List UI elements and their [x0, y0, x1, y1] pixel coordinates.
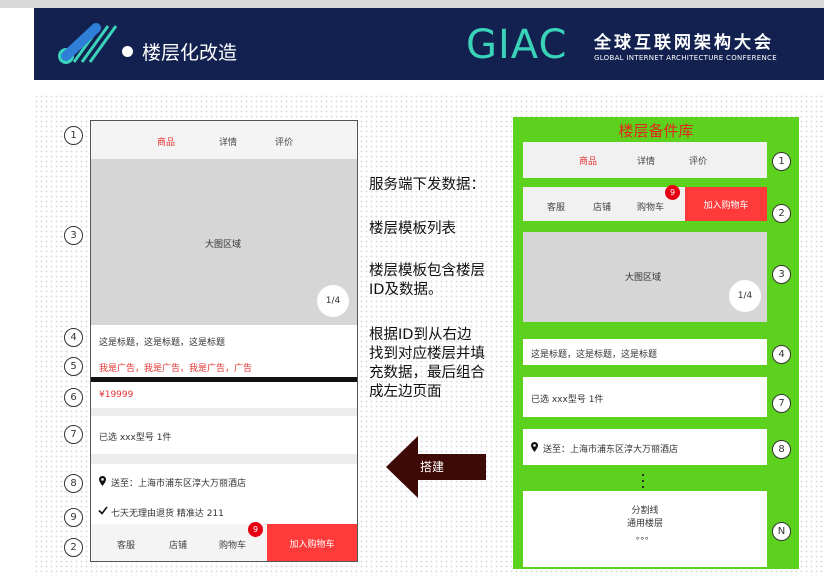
ellipsis-text: 。。。: [635, 532, 654, 542]
divider: [91, 377, 357, 382]
bottom-action-bar: 客服 店铺 购物车 9 加入购物车: [91, 522, 357, 561]
image-pager: 1/4: [317, 285, 349, 317]
floor-label: 6: [64, 388, 83, 407]
library-floor-title: 这是标题，这是标题，这是标题: [523, 339, 767, 365]
floor-label: 3: [772, 265, 791, 284]
service-promise: 七天无理由退货 精准达 211: [111, 509, 224, 519]
service-floor: 七天无理由退货 精准达 211: [91, 494, 357, 524]
conference-name-en: GLOBAL INTERNET ARCHITECTURE CONFERENCE: [594, 54, 777, 62]
floor-label: 3: [64, 226, 83, 245]
title-bullet-icon: [122, 46, 133, 57]
product-tabs: 商品 详情 评价: [91, 121, 357, 159]
floor-library-panel: 楼层备件库 商品 详情 评价 客服 店铺 购物车 9 加入购物车 大图区域 1/…: [513, 117, 799, 569]
giac-brand: GIAC: [466, 22, 568, 68]
library-floor-bottom-bar: 客服 店铺 购物车 9 加入购物车: [523, 185, 767, 221]
floor-label: 2: [772, 204, 791, 223]
customer-service-button[interactable]: 客服: [117, 541, 136, 551]
shop-button: 店铺: [593, 203, 612, 213]
desc-line: ID及数据。: [369, 282, 443, 298]
divider: [91, 454, 357, 464]
floor-label: 9: [64, 508, 83, 527]
price-text: ¥19999: [99, 390, 134, 400]
cart-button: 购物车: [637, 203, 665, 213]
phone-page-mockup: 商品 详情 评价 大图区域 1/4 这是标题，这是标题，这是标题 我是广告，我是…: [90, 120, 358, 562]
cart-badge: 9: [665, 185, 680, 200]
delivery-address: 送至：上海市浦东区淳大万丽酒店: [543, 445, 679, 455]
library-floor-image: 大图区域 1/4: [523, 232, 767, 322]
image-area-label: 大图区域: [205, 240, 242, 250]
add-to-cart-button: 加入购物车: [685, 187, 767, 221]
product-title: 这是标题，这是标题，这是标题: [99, 338, 226, 348]
location-pin-icon: [99, 476, 106, 486]
shop-button[interactable]: 店铺: [169, 541, 188, 551]
ad-text: 我是广告，我是广告，我是广告，广告: [99, 364, 253, 374]
selected-spec: 已选 xxx型号 1件: [99, 433, 172, 443]
image-area-label: 大图区域: [625, 273, 662, 283]
floor-label: 2: [64, 538, 83, 557]
slide-title: 楼层化改造: [142, 42, 238, 64]
tab-detail[interactable]: 详情: [219, 138, 238, 148]
desc-line: 找到对应楼层并填: [369, 346, 485, 362]
title-floor: 这是标题，这是标题，这是标题: [91, 325, 357, 357]
floor-label: 4: [64, 328, 83, 347]
price-floor: ¥19999: [91, 382, 357, 408]
divider-label: 分割线: [631, 506, 659, 516]
library-title: 楼层备件库: [618, 122, 694, 140]
image-pager: 1/4: [729, 280, 761, 312]
tab-product: 商品: [579, 157, 598, 167]
desc-line: 充数据，最后组合: [369, 365, 485, 381]
generic-floor-label: 通用楼层: [626, 519, 663, 529]
floor-label: 8: [772, 440, 791, 459]
floor-label: 8: [64, 474, 83, 493]
delivery-address: 送至：上海市浦东区淳大万丽酒店: [111, 479, 247, 489]
floor-label: 1: [772, 152, 791, 171]
floor-label: 5: [64, 357, 83, 376]
desc-line: 楼层模板列表: [369, 221, 456, 237]
conference-logo-icon: [58, 23, 118, 64]
desc-line: 根据ID到从右边: [369, 327, 472, 343]
top-strip: [0, 0, 824, 8]
checkmark-icon: [98, 506, 108, 515]
customer-service-button: 客服: [547, 203, 566, 213]
floor-label: 7: [772, 394, 791, 413]
build-arrow-icon: [386, 436, 486, 498]
ellipsis-vertical-icon: [641, 473, 645, 489]
desc-line: 成左边页面: [369, 384, 442, 400]
delivery-floor[interactable]: 送至：上海市浦东区淳大万丽酒店: [91, 464, 357, 494]
tab-review: 评价: [689, 157, 708, 167]
floor-label: 4: [772, 345, 791, 364]
selected-spec: 已选 xxx型号 1件: [531, 395, 604, 405]
library-floor-generic: 分割线 通用楼层 。。。: [523, 491, 767, 567]
divider: [91, 408, 357, 416]
tab-product[interactable]: 商品: [157, 138, 176, 148]
library-floor-delivery: 送至：上海市浦东区淳大万丽酒店: [523, 429, 767, 465]
build-arrow-label: 搭建: [420, 460, 445, 474]
slide-header: 楼层化改造 GIAC 全球互联网架构大会 GLOBAL INTERNET ARC…: [34, 8, 824, 80]
desc-line: 楼层模板包含楼层: [369, 263, 485, 279]
floor-label: N: [772, 522, 791, 541]
floor-label: 1: [64, 126, 83, 145]
ad-floor: 我是广告，我是广告，我是广告，广告: [91, 357, 357, 377]
cart-button[interactable]: 购物车: [219, 541, 247, 551]
location-pin-icon: [531, 442, 538, 452]
add-to-cart-button[interactable]: 加入购物车: [267, 524, 357, 561]
conference-name-cn: 全球互联网架构大会: [594, 33, 774, 53]
main-image-area[interactable]: 大图区域 1/4: [91, 159, 357, 325]
desc-line: 服务端下发数据：: [369, 177, 485, 193]
floor-label: 7: [64, 425, 83, 444]
library-floor-selected: 已选 xxx型号 1件: [523, 377, 767, 417]
selected-floor[interactable]: 已选 xxx型号 1件: [91, 416, 357, 454]
tab-detail: 详情: [637, 157, 656, 167]
cart-badge: 9: [248, 522, 263, 537]
tab-review[interactable]: 评价: [275, 138, 294, 148]
library-floor-tabs: 商品 详情 评价: [523, 142, 767, 178]
product-title: 这是标题，这是标题，这是标题: [531, 350, 658, 360]
